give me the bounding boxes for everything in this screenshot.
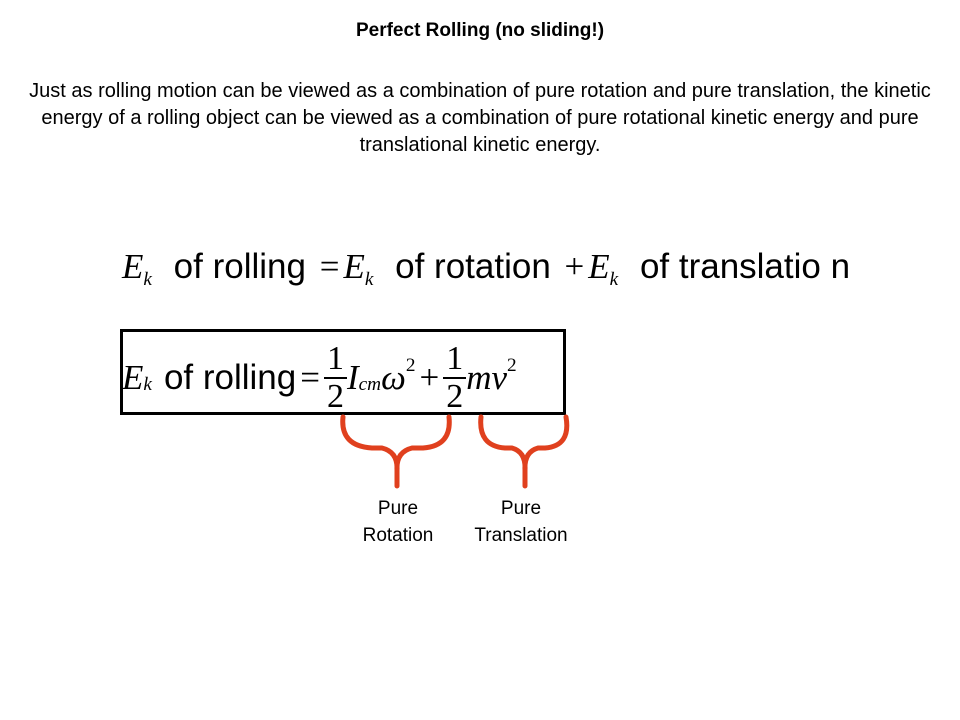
energy-subscript: k bbox=[609, 268, 619, 290]
label-line: Pure bbox=[377, 498, 419, 519]
squared-exponent: 2 bbox=[405, 354, 416, 376]
pure-translation-label: Pure Translation bbox=[456, 495, 586, 549]
energy-subscript: k bbox=[143, 268, 152, 290]
translation-brace-icon bbox=[478, 414, 570, 489]
mass-velocity-symbol: mv bbox=[466, 358, 507, 397]
energy-symbol: E bbox=[122, 358, 144, 397]
equation-box bbox=[120, 329, 566, 415]
fraction-denominator: 2 bbox=[446, 378, 464, 415]
equation-energy-sum: Ek of rolling =Ek of rotation +Ek of tra… bbox=[122, 244, 850, 290]
fraction-numerator: 1 bbox=[323, 341, 347, 379]
label-line: Translation bbox=[474, 525, 568, 546]
fraction-denominator: 2 bbox=[326, 378, 344, 415]
eq1-plus: + bbox=[564, 247, 585, 286]
center-of-mass-subscript: cm bbox=[358, 373, 382, 395]
fraction-numerator: 1 bbox=[443, 341, 467, 379]
intro-paragraph: Just as rolling motion can be viewed as … bbox=[29, 80, 931, 156]
eq1-equals: = bbox=[319, 247, 340, 286]
energy-symbol: E bbox=[588, 247, 610, 286]
slide-title: Perfect Rolling (no sliding!) bbox=[355, 20, 605, 41]
energy-symbol: E bbox=[343, 247, 365, 286]
energy-subscript: k bbox=[143, 373, 152, 395]
label-line: Pure bbox=[500, 498, 542, 519]
eq1-term-translation: of translatio n bbox=[639, 247, 851, 286]
angular-velocity-symbol: ω bbox=[381, 358, 406, 397]
fraction-half-rotation: 1 2 bbox=[323, 341, 347, 415]
moment-of-inertia-symbol: I bbox=[346, 358, 359, 397]
label-line: Rotation bbox=[362, 525, 434, 546]
squared-exponent: 2 bbox=[507, 354, 517, 376]
eq1-term-rotation: of rotation bbox=[395, 247, 551, 286]
eq2-term-rolling: of rolling bbox=[163, 358, 297, 397]
energy-subscript: k bbox=[364, 268, 374, 290]
rotation-brace-icon bbox=[340, 414, 452, 489]
eq2-plus: + bbox=[419, 358, 440, 397]
eq2-equals: = bbox=[300, 358, 320, 397]
energy-symbol: E bbox=[122, 247, 144, 286]
fraction-half-translation: 1 2 bbox=[443, 341, 467, 415]
eq1-term-rolling: of rolling bbox=[173, 247, 306, 286]
pure-rotation-label: Pure Rotation bbox=[333, 495, 463, 549]
